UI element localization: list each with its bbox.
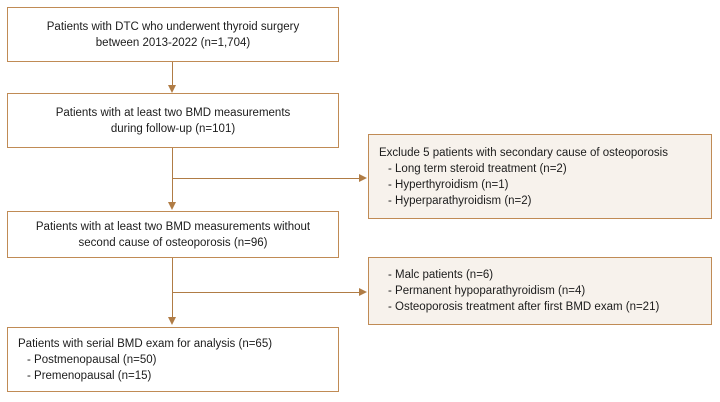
flow-box-no-secondary-cause-line-1: Patients with at least two BMD measureme…: [35, 220, 311, 233]
arrowhead-down-box3: [168, 202, 176, 210]
flow-box-final-analysis-line-2: - Postmenopausal (n=50): [27, 353, 157, 366]
flow-box-final-analysis-line-1: Patients with serial BMD exam for analys…: [18, 337, 273, 350]
flow-box-enrollment-line-1: Patients with DTC who underwent thyroid …: [46, 20, 300, 33]
connector-box2-to-box3: [172, 148, 173, 203]
connector-branch-to-exclusion-1: [172, 178, 360, 179]
exclusion-box-secondary-cause-line-3: - Hyperthyroidism (n=1): [388, 178, 509, 191]
flow-box-enrollment-line-2: between 2013-2022 (n=1,704): [95, 36, 251, 49]
arrowhead-right-exclusion-2: [359, 288, 367, 296]
flow-box-final-analysis-line-3: - Premenopausal (n=15): [27, 369, 152, 382]
flow-box-two-bmd-line-2: during follow-up (n=101): [110, 122, 236, 135]
exclusion-box-other-reasons-line-2: - Permanent hypoparathyroidism (n=4): [388, 285, 586, 297]
exclusion-box-secondary-cause: Exclude 5 patients with secondary cause …: [368, 134, 712, 219]
connector-branch-to-exclusion-2: [172, 292, 360, 293]
exclusion-box-other-reasons-line-3: - Osteoporosis treatment after first BMD…: [388, 301, 660, 313]
connector-box1-to-box2: [172, 62, 173, 86]
flow-box-final-analysis: Patients with serial BMD exam for analys…: [7, 327, 339, 392]
connector-box3-to-box4: [172, 258, 173, 318]
flow-box-enrollment: Patients with DTC who underwent thyroid …: [7, 7, 339, 62]
flow-box-no-secondary-cause: Patients with at least two BMD measureme…: [7, 211, 339, 258]
exclusion-box-secondary-cause-line-4: - Hyperparathyroidism (n=2): [388, 194, 532, 207]
arrowhead-down-box4: [168, 317, 176, 325]
flow-box-two-bmd: Patients with at least two BMD measureme…: [7, 93, 339, 148]
exclusion-box-secondary-cause-line-2: - Long term steroid treatment (n=2): [388, 162, 567, 175]
arrowhead-down-box2: [168, 85, 176, 93]
exclusion-box-other-reasons: - Malc patients (n=6) - Permanent hypopa…: [368, 257, 712, 325]
exclusion-box-other-reasons-line-1: - Malc patients (n=6): [388, 269, 494, 281]
flow-box-no-secondary-cause-line-2: second cause of osteoporosis (n=96): [78, 236, 268, 249]
arrowhead-right-exclusion-1: [359, 174, 367, 182]
flow-box-two-bmd-line-1: Patients with at least two BMD measureme…: [55, 106, 291, 119]
exclusion-box-secondary-cause-line-1: Exclude 5 patients with secondary cause …: [379, 146, 668, 159]
